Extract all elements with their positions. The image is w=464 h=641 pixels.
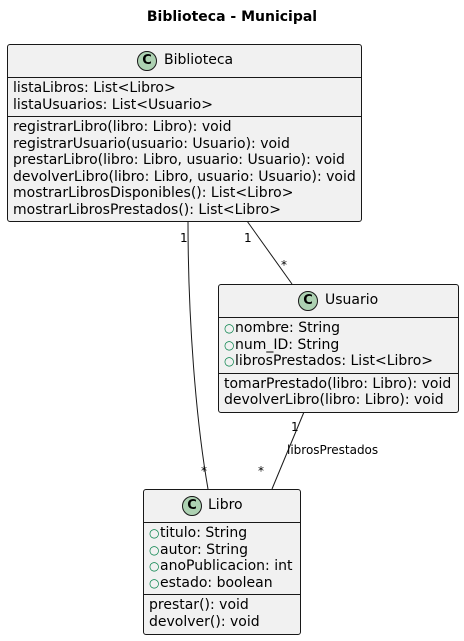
class-name: Usuario [325, 292, 379, 308]
method: devolverLibro(libro: Libro): void [224, 392, 444, 408]
class-header: C Biblioteca [8, 45, 361, 77]
class-header: C Libro [144, 490, 300, 522]
attribute: ○nombre: String [224, 320, 340, 336]
multiplicity-biblioteca-usuario-to: * [281, 258, 287, 272]
attribute: ○titulo: String [149, 525, 248, 541]
relation-usuario-libro [271, 411, 305, 490]
class-c-icon: C [182, 496, 202, 516]
relation-biblioteca-usuario [246, 220, 293, 285]
method: devolverLibro(libro: Libro, usuario: Usu… [13, 168, 356, 185]
method: prestar(): void [149, 597, 249, 613]
multiplicity-biblioteca-libro-from: 1 [180, 231, 188, 245]
methods-section: registrarLibro(libro: Libro): void regis… [8, 116, 361, 221]
class-c-icon: C [298, 291, 318, 311]
methods-section: tomarPrestado(libro: Libro): void devolv… [219, 372, 458, 412]
attribute: ○autor: String [149, 541, 248, 558]
attributes-section: ○titulo: String ○autor: String ○anoPubli… [144, 522, 300, 594]
class-name: Libro [208, 497, 243, 513]
attribute: ○librosPrestados: List<Libro> [224, 353, 434, 369]
attribute: listaLibros: List<Libro> [13, 80, 176, 96]
relation-biblioteca-libro [187, 220, 209, 490]
class-c-icon: C [137, 51, 157, 71]
class-biblioteca[interactable]: C Biblioteca listaLibros: List<Libro> li… [7, 44, 362, 222]
class-libro[interactable]: C Libro ○titulo: String ○autor: String ○… [143, 489, 301, 635]
attribute: listaUsuarios: List<Usuario> [13, 96, 213, 113]
class-header: C Usuario [219, 285, 458, 317]
method: registrarUsuario(usuario: Usuario): void [13, 135, 290, 152]
class-name: Biblioteca [164, 52, 234, 68]
public-visibility-icon: ○ [149, 542, 160, 557]
public-visibility-icon: ○ [224, 354, 235, 368]
method: tomarPrestado(libro: Libro): void [224, 375, 452, 392]
diagram-title: Biblioteca - Municipal [146, 9, 318, 25]
public-visibility-icon: ○ [224, 321, 235, 335]
class-usuario[interactable]: C Usuario ○nombre: String ○num_ID: Strin… [218, 284, 459, 413]
method: devolver(): void [149, 613, 260, 630]
public-visibility-icon: ○ [149, 575, 160, 590]
methods-section: prestar(): void devolver(): void [144, 594, 300, 633]
attribute: ○estado: boolean [149, 574, 273, 591]
method: registrarLibro(libro: Libro): void [13, 119, 232, 135]
attribute: ○num_ID: String [224, 336, 340, 353]
method: mostrarLibrosDisponibles(): List<Libro> [13, 185, 294, 201]
attributes-section: ○nombre: String ○num_ID: String ○librosP… [219, 317, 458, 373]
multiplicity-biblioteca-usuario-from: 1 [244, 231, 252, 245]
public-visibility-icon: ○ [149, 559, 160, 573]
method: mostrarLibrosPrestados(): List<Libro> [13, 201, 281, 218]
multiplicity-usuario-libro-to: * [258, 464, 264, 478]
multiplicity-usuario-libro-from: 1 [291, 420, 299, 434]
relation-label-libros-prestados: librosPrestados [287, 443, 379, 457]
public-visibility-icon: ○ [224, 337, 235, 352]
public-visibility-icon: ○ [149, 526, 160, 540]
method: prestarLibro(libro: Libro, usuario: Usua… [13, 152, 345, 168]
multiplicity-biblioteca-libro-to: * [201, 464, 207, 478]
attribute: ○anoPublicacion: int [149, 558, 293, 574]
attributes-section: listaLibros: List<Libro> listaUsuarios: … [8, 77, 361, 116]
